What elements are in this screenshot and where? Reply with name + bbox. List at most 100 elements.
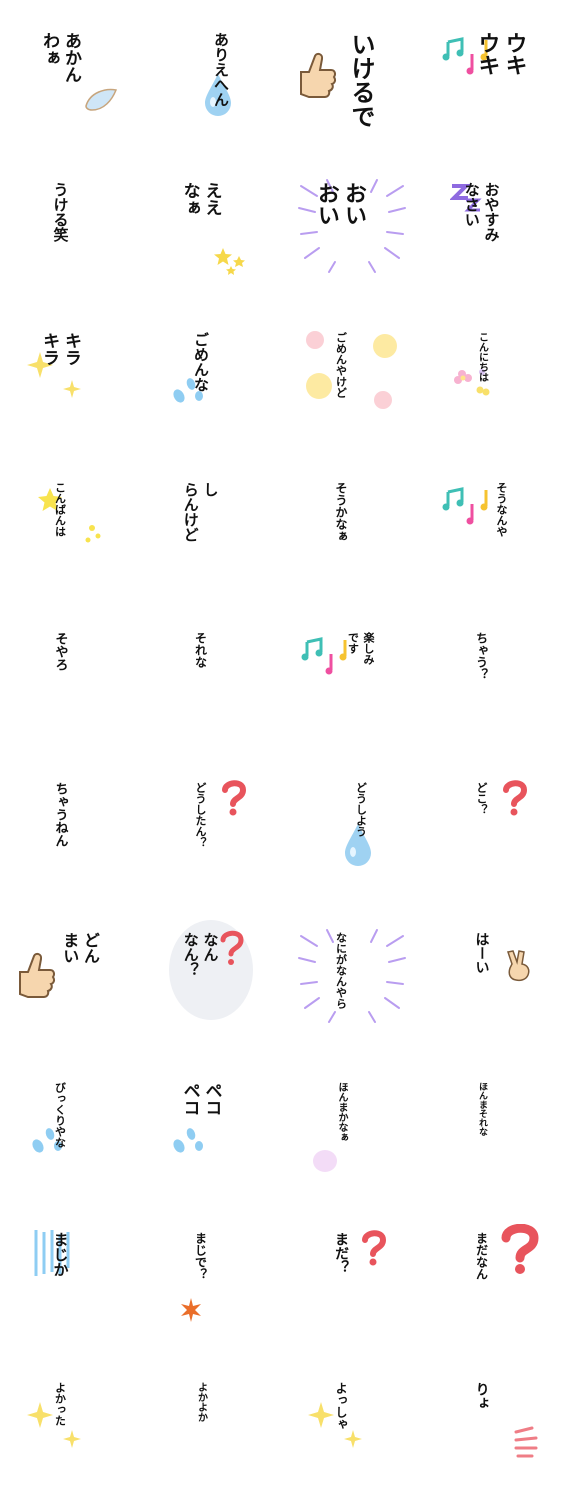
sticker-cell[interactable]: りょ [422, 1350, 562, 1500]
sticker-cell[interactable]: まだ？ [281, 1200, 422, 1350]
purple-burst-icon [297, 178, 407, 278]
sticker-text: あかんわぁ [39, 32, 81, 128]
sticker-text-line: びっくりやな [53, 1082, 67, 1148]
sticker-cell[interactable]: キラキラ [0, 300, 141, 450]
sticker-cell[interactable]: おいおい [281, 150, 422, 300]
sticker-text-line: うける笑 [51, 182, 70, 242]
sticker-text-line: キラ [39, 332, 60, 366]
music-notes-icon [442, 484, 500, 532]
sticker-cell[interactable]: そうかなぁ [281, 450, 422, 600]
sticker-text-line: おい [313, 182, 339, 226]
sticker-cell[interactable]: びっくりやな [0, 1050, 141, 1200]
sweat-drops-icon [171, 1124, 205, 1158]
sticker-cell[interactable]: こんにちは [422, 300, 562, 450]
tear-drop-icon [84, 86, 118, 116]
sticker-text-line: ちゃうねん [52, 782, 68, 847]
sticker-cell[interactable]: ほんまそれな [422, 1050, 562, 1200]
peace-sign-icon [504, 950, 534, 986]
sticker-text-line: そやろ [52, 632, 68, 671]
sticker-text-line: あかん [60, 32, 81, 83]
sticker-text: どんまい [60, 932, 100, 1028]
sticker-text: まじか [52, 1232, 70, 1328]
sticker-cell[interactable]: よかよか [141, 1350, 282, 1500]
sticker-cell[interactable]: そうなんや [422, 450, 562, 600]
sticker-text: なんなん？ [181, 932, 220, 1028]
sticker-text-line: ほんまかなぁ [336, 1082, 347, 1142]
sticker-text: はーい [473, 932, 489, 1028]
sticker-text-line: そうなんや [494, 482, 508, 537]
sticker-text: よかった [53, 1382, 67, 1478]
sticker-cell[interactable]: ごめんやけど [281, 300, 422, 450]
sticker-text-line: わぁ [39, 32, 60, 66]
sticker-cell[interactable]: ありえへん [141, 0, 282, 150]
sticker-cell[interactable]: なにがなんやら [281, 900, 422, 1050]
sticker-cell[interactable]: ええなぁ [141, 150, 282, 300]
thumbs-up-icon [295, 50, 337, 106]
sticker-text: ええなぁ [179, 182, 222, 278]
sticker-text: まだ？ [332, 1232, 349, 1328]
pink-lines-icon [512, 1426, 542, 1462]
sticker-cell[interactable]: どうしよう [281, 750, 422, 900]
sticker-cell[interactable]: ペコペコ [141, 1050, 282, 1200]
sticker-text-line: なさい [462, 182, 481, 227]
sticker-text-line: りょ [473, 1382, 490, 1410]
sticker-cell[interactable]: うける笑 [0, 150, 141, 300]
sticker-text-line: まだ？ [332, 1232, 349, 1274]
sticker-text-line: まい [60, 932, 80, 964]
sticker-cell[interactable]: なんなん？ [141, 900, 282, 1050]
sweat-drops-icon [171, 374, 205, 408]
sticker-text: ウキウキ [474, 32, 527, 128]
sticker-text-line: 楽しみ [361, 632, 375, 665]
sticker-text: ペコペコ [180, 1082, 222, 1178]
sticker-text-line: どうしたん？ [193, 782, 207, 848]
sticker-text: うける笑 [51, 182, 70, 278]
music-notes-icon [301, 634, 359, 682]
sticker-text: キラキラ [39, 332, 81, 428]
sticker-cell[interactable]: まだなん [422, 1200, 562, 1350]
sticker-cell[interactable]: ちゃう？ [422, 600, 562, 750]
sticker-text-line: どこ？ [474, 782, 488, 815]
sticker-text-line: なぁ [179, 182, 200, 216]
flowers-icon [452, 364, 492, 402]
sticker-text: そうかなぁ [333, 482, 348, 578]
sticker-text-line: よかった [53, 1382, 67, 1426]
sticker-cell[interactable]: どうしたん？ [141, 750, 282, 900]
sticker-cell[interactable]: いけるで [281, 0, 422, 150]
sticker-cell[interactable]: 楽しみです [281, 600, 422, 750]
sticker-cell[interactable]: ウキウキ [422, 0, 562, 150]
sticker-cell[interactable]: よかった [0, 1350, 141, 1500]
sticker-cell[interactable]: こんばんは [0, 450, 141, 600]
sticker-cell[interactable]: どんまい [0, 900, 141, 1050]
sticker-text: 楽しみです [346, 632, 375, 728]
sticker-text-line: ありえへん [212, 32, 230, 107]
sticker-text-line: どん [80, 932, 100, 964]
sticker-cell[interactable]: よっしゃ [281, 1350, 422, 1500]
sticker-cell[interactable]: まじで？ [141, 1200, 282, 1350]
sticker-text: りょ [473, 1382, 490, 1478]
sticker-cell[interactable]: そやろ [0, 600, 141, 750]
sticker-cell[interactable]: ほんまかなぁ [281, 1050, 422, 1200]
thumbs-up-icon [14, 950, 56, 1006]
sticker-cell[interactable]: はーい [422, 900, 562, 1050]
sticker-text-line: まじで？ [193, 1232, 208, 1280]
sticker-cell[interactable]: まじか [0, 1200, 141, 1350]
sticker-text-line: なん？ [181, 932, 200, 977]
sticker-cell[interactable]: ちゃうねん [0, 750, 141, 900]
sticker-text-line: ウキ [474, 32, 500, 76]
shooting-star-icon [36, 484, 106, 558]
sticker-cell[interactable]: どこ？ [422, 750, 562, 900]
sticker-text-line: ほんまそれな [476, 1082, 487, 1136]
sticker-text: どうしよう [354, 782, 367, 878]
sticker-text-line: そうかなぁ [333, 482, 348, 542]
sticker-text-line: ちゃう？ [474, 632, 489, 680]
sticker-cell[interactable]: しらんけど [141, 450, 282, 600]
sticker-text-line: ウキ [501, 32, 527, 76]
sticker-cell[interactable]: おやすみなさい [422, 150, 562, 300]
sticker-text: おいおい [313, 182, 366, 278]
sticker-cell[interactable]: あかんわぁ [0, 0, 141, 150]
sticker-text-line: いけるで [346, 32, 375, 128]
sticker-text: よかよか [195, 1382, 207, 1478]
sticker-cell[interactable]: ごめんな [141, 300, 282, 450]
sticker-text-line: です [346, 632, 360, 654]
sticker-cell[interactable]: それな [141, 600, 282, 750]
